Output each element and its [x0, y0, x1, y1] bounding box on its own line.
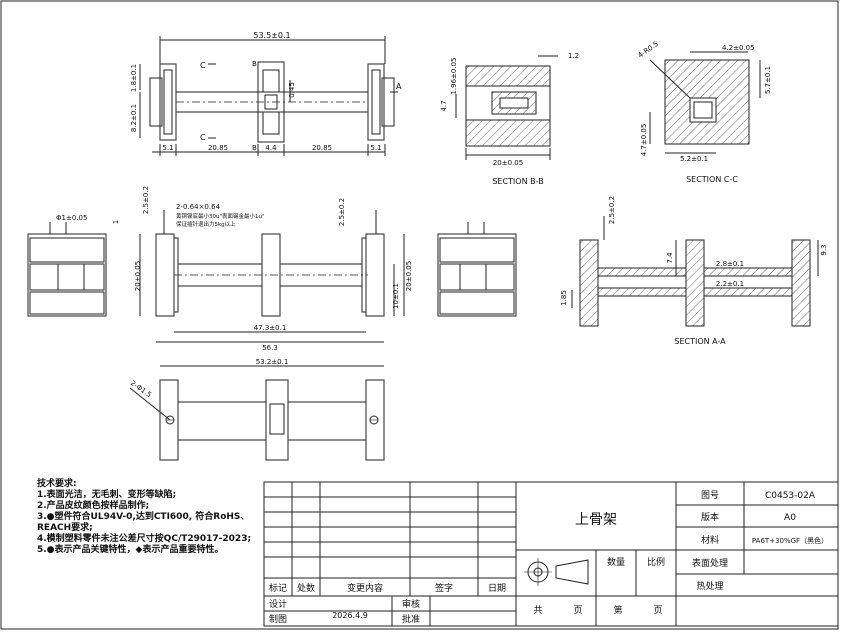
rev-mark-header: 标记 — [269, 582, 287, 594]
section-bb-dim-bottom: 20±0.05 — [493, 159, 523, 167]
section-cc-dim-right: 5.7±0.1 — [764, 66, 772, 94]
note-line: 3.●塑件符合UL94V-0,达到CTI600, 符合RoHS、REACH要求; — [37, 512, 250, 533]
cut-label-c-bottom: C — [200, 133, 206, 142]
material-label: 材料 — [701, 534, 719, 546]
design-label: 设计 — [269, 598, 287, 610]
top-seg-mid-left: 20.85 — [208, 144, 228, 152]
note-line: 1.表面光洁，无毛刺、变形等缺陷; — [37, 490, 177, 500]
section-aa-dim-bottom: 1.85 — [560, 290, 568, 306]
rev-sign-header: 签字 — [435, 582, 453, 594]
front-height-left: 20±0.05 — [134, 261, 142, 291]
top-center-dim: 0.45 — [288, 82, 296, 98]
title-block — [263, 481, 839, 627]
front-pull-force-note: 保证插针退出力5kg以上 — [176, 220, 236, 228]
approve-label: 批准 — [402, 613, 420, 625]
version-value: A0 — [784, 513, 796, 523]
top-overall-width: 53.5±0.1 — [253, 31, 290, 40]
rev-count-header: 处数 — [297, 582, 315, 594]
pin-diameter: Φ1±0.05 — [56, 214, 87, 222]
top-seg-mid-right: 20.85 — [312, 144, 332, 152]
section-cc-title: SECTION C-C — [686, 175, 738, 184]
section-aa-dim-inner2: 2.2±0.1 — [716, 280, 744, 288]
section-cc-dim-bottom: 5.2±0.1 — [680, 155, 708, 163]
notes-title: 技术要求: — [37, 479, 77, 489]
top-seg-right: 5.1 — [370, 144, 381, 152]
front-inner-width: 47.3±0.1 — [254, 324, 287, 332]
front-pin-height-left: 2.5±0.2 — [142, 186, 150, 214]
top-seg-center: 4.4 — [265, 144, 277, 152]
surface-treatment-label: 表面处理 — [692, 557, 728, 569]
front-pin-height-right: 2.5±0.2 — [338, 198, 346, 226]
section-aa-dim-top: 2.5±0.2 — [608, 196, 616, 224]
front-plating-note: 黄铜镍底最小30u"表面锡金最小1u" — [176, 212, 265, 220]
bottom-view — [129, 365, 385, 461]
sheet-pages-label: 页 — [653, 605, 662, 616]
rev-date-header: 日期 — [488, 583, 506, 594]
section-aa-dim-inner1: 2.8±0.1 — [716, 260, 744, 268]
top-height-lower: 8.2±0.1 — [130, 104, 138, 132]
front-view — [139, 210, 405, 343]
cut-label-b-top: B — [252, 60, 257, 68]
section-bb-dim-side: 4.7 — [440, 100, 448, 111]
section-cc-dim-top: 4.2±0.05 — [722, 44, 755, 52]
drawing-date: 2026.4.9 — [332, 611, 368, 620]
total-pages-label: 页 — [573, 605, 582, 616]
section-bb-title: SECTION B-B — [492, 177, 543, 186]
section-aa-title: SECTION A-A — [674, 337, 726, 346]
section-cc-radius: 4-R0.5 — [637, 40, 660, 60]
front-pin-size: 2-0.64×0.64 — [176, 203, 221, 211]
technical-requirements: 技术要求: 1.表面光洁，无毛刺、变形等缺陷; 2.产品皮纹颜色按样品制作; 3… — [37, 479, 262, 556]
bottom-width: 53.2±0.1 — [256, 358, 289, 366]
heat-treatment-label: 热处理 — [696, 580, 723, 592]
front-inner-height: 10±0.1 — [392, 283, 400, 309]
note-line: 5.●表示产品关键特性，◆表示产品重要特性。 — [37, 545, 224, 555]
review-label: 审核 — [402, 598, 420, 610]
scale-label: 比例 — [647, 556, 665, 568]
cut-label-b-bottom: B — [252, 144, 257, 152]
section-cc-dim-left: 4.7±0.05 — [640, 124, 648, 157]
top-height-upper: 1.8±0.1 — [130, 64, 138, 92]
section-bb-dim-left: 1.96±0.05 — [450, 57, 458, 94]
front-total-width: 56.3 — [262, 344, 278, 352]
drawing-no: C0453-02A — [765, 491, 816, 501]
section-bb-view — [455, 55, 558, 160]
material-value: PA6T+30%GF（黑色） — [752, 536, 828, 545]
section-aa-dim-left: 7.4 — [666, 252, 674, 264]
sheet-label: 第 — [613, 604, 622, 616]
section-aa-view — [571, 216, 819, 327]
pin-length: 1 — [112, 220, 120, 224]
section-cc-view — [649, 51, 761, 154]
top-seg-left: 5.1 — [162, 144, 173, 152]
quantity-label: 数量 — [607, 556, 625, 568]
drafter-label: 制图 — [269, 613, 287, 625]
rev-content-header: 变更内容 — [347, 582, 383, 594]
version-label: 版本 — [701, 511, 719, 523]
side-view-right — [437, 222, 517, 317]
section-aa-dim-right: 9.3 — [820, 244, 828, 255]
cut-label-a: A — [396, 82, 402, 91]
note-line: 4.模制塑料零件未注公差尺寸按QC/T29017-2023; — [37, 534, 252, 544]
part-name: 上骨架 — [575, 512, 617, 528]
side-view-left — [27, 222, 107, 317]
cut-label-c-top: C — [200, 61, 206, 70]
top-view — [139, 36, 398, 156]
section-bb-dim-top: 1.2 — [568, 52, 579, 60]
note-line: 2.产品皮纹颜色按样品制作; — [37, 501, 150, 511]
drawing-no-label: 图号 — [701, 490, 719, 501]
total-label: 共 — [533, 605, 542, 616]
front-height-right: 20±0.05 — [405, 261, 413, 291]
